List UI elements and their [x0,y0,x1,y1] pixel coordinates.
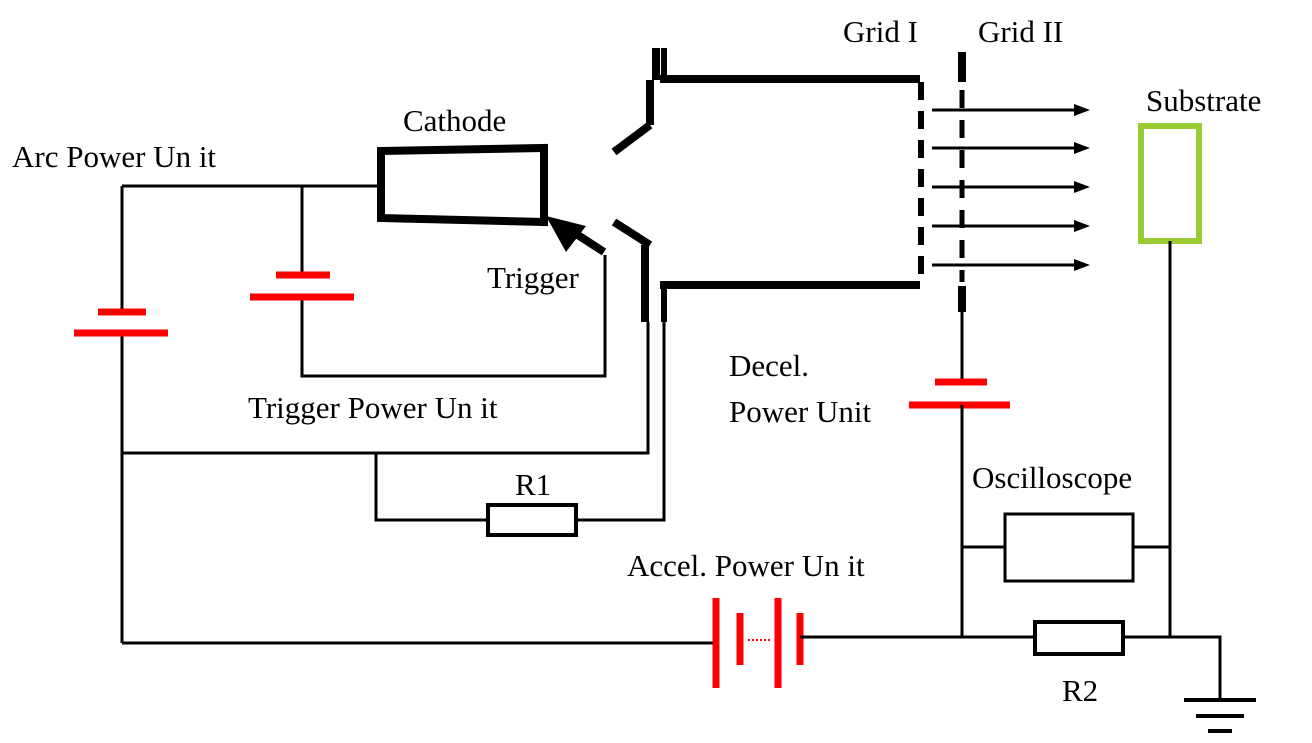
label-trigger-power-unit: Trigger Power Un it [248,390,498,425]
anode-chamber [611,48,920,322]
resistor-r2 [1033,620,1125,656]
oscilloscope [1003,512,1135,583]
trigger-battery [250,271,354,301]
label-r1: R1 [515,467,551,502]
trigger-arrow [546,216,607,256]
ground-symbol [1184,698,1256,733]
wire-arc-mid [122,322,650,455]
label-trigger: Trigger [487,260,580,295]
resistor-r1 [486,503,578,537]
substrate [1138,123,1202,244]
label-arc-power-unit: Arc Power Un it [12,139,216,174]
label-substrate: Substrate [1146,83,1261,118]
label-accel-power-unit: Accel. Power Un it [627,548,865,583]
decel-battery [909,378,1010,409]
wire-r2-ground [1123,635,1222,700]
wire-trigger-loop [300,255,607,378]
label-cathode: Cathode [403,103,506,138]
label-oscilloscope: Oscilloscope [972,460,1132,495]
arc-battery [74,308,168,337]
label-grid-2: Grid II [978,14,1063,49]
ion-beam-arrows [932,104,1090,271]
wire-r1 [374,322,666,522]
accel-battery [712,598,804,688]
cathode [377,143,548,227]
label-grid-1: Grid I [843,14,918,49]
label-r2: R2 [1062,673,1098,708]
label-decel-line2: Power Unit [729,394,871,429]
label-decel-line1: Decel. [729,348,809,383]
